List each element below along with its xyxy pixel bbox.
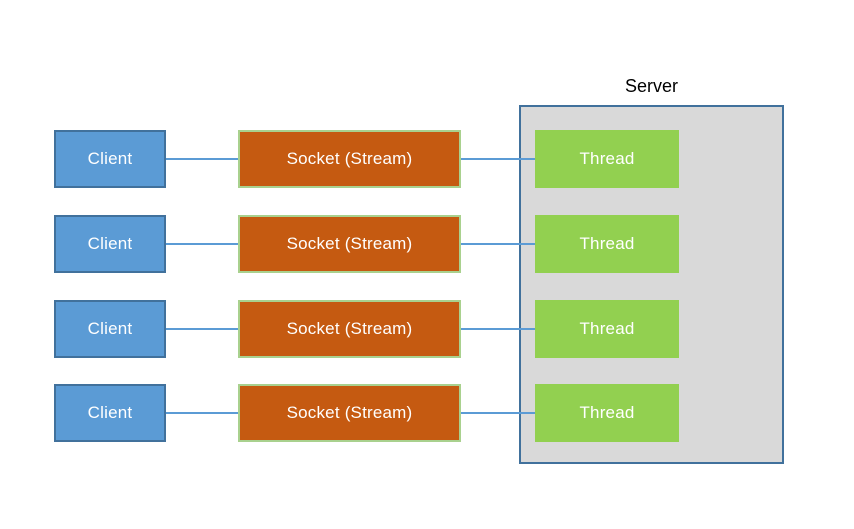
server-label: Server (624, 76, 678, 96)
socket-box: Socket (Stream) (238, 384, 461, 442)
thread-box: Thread (535, 300, 679, 358)
connector-socket-thread (461, 158, 535, 160)
socket-box: Socket (Stream) (238, 215, 461, 273)
connector-socket-thread (461, 243, 535, 245)
socket-box: Socket (Stream) (238, 300, 461, 358)
thread-box: Thread (535, 384, 679, 442)
client-box: Client (54, 215, 166, 273)
socket-box: Socket (Stream) (238, 130, 461, 188)
connector-client-socket (166, 158, 238, 160)
connector-client-socket (166, 243, 238, 245)
thread-box: Thread (535, 130, 679, 188)
connector-client-socket (166, 412, 238, 414)
connector-socket-thread (461, 328, 535, 330)
client-box: Client (54, 130, 166, 188)
connector-client-socket (166, 328, 238, 330)
client-box: Client (54, 384, 166, 442)
client-box: Client (54, 300, 166, 358)
thread-box: Thread (535, 215, 679, 273)
connector-socket-thread (461, 412, 535, 414)
